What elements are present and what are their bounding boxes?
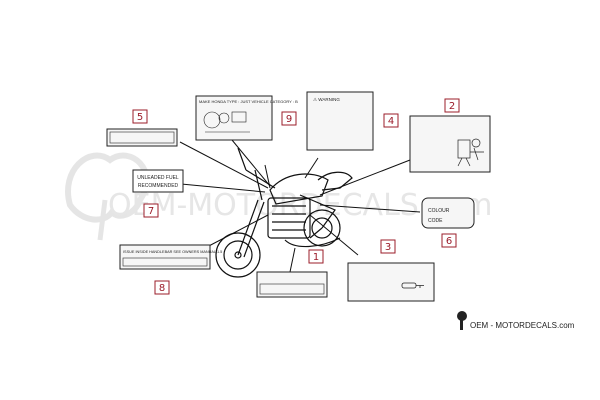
callout-7[interactable]: 7 xyxy=(143,203,159,218)
svg-text:ISSUE INSIDE HANDLEBAR SEE OWN: ISSUE INSIDE HANDLEBAR SEE OWNERS MANUAL… xyxy=(123,250,222,254)
svg-text:MAKE HONDA TYPE : JUST VEHICLE: MAKE HONDA TYPE : JUST VEHICLE CATEGORY … xyxy=(199,99,298,104)
key-icon xyxy=(401,282,424,289)
brand-logo-icon xyxy=(457,311,467,330)
svg-text:UNLEADED FUEL: UNLEADED FUEL xyxy=(137,175,179,181)
svg-text:COLOUR: COLOUR xyxy=(428,208,450,214)
callout-1[interactable]: 1 xyxy=(308,249,324,264)
motorcycle-illustration xyxy=(215,147,353,278)
decal-8: ISSUE INSIDE HANDLEBAR SEE OWNERS MANUAL… xyxy=(119,244,222,270)
svg-text:⚠ WARNING: ⚠ WARNING xyxy=(313,97,340,102)
decal-3 xyxy=(347,262,435,302)
svg-text:CODE: CODE xyxy=(428,218,443,224)
decal-9: MAKE HONDA TYPE : JUST VEHICLE CATEGORY … xyxy=(195,95,298,141)
callout-6[interactable]: 6 xyxy=(441,233,457,248)
decal-4: ⚠ WARNING xyxy=(306,91,374,151)
callout-9[interactable]: 9 xyxy=(281,111,297,126)
decal-1 xyxy=(256,271,328,298)
svg-text:2: 2 xyxy=(449,101,455,112)
svg-text:9: 9 xyxy=(286,114,292,125)
svg-text:3: 3 xyxy=(385,242,391,253)
svg-text:7: 7 xyxy=(148,206,154,217)
svg-text:4: 4 xyxy=(388,116,394,127)
decal-6: COLOUR CODE xyxy=(421,197,475,229)
callout-8[interactable]: 8 xyxy=(154,280,170,295)
svg-text:8: 8 xyxy=(159,283,165,294)
svg-text:5: 5 xyxy=(137,112,143,123)
callout-5[interactable]: 5 xyxy=(132,109,148,124)
callout-4[interactable]: 4 xyxy=(383,113,399,128)
svg-text:6: 6 xyxy=(446,236,452,247)
svg-text:OEM - MOTORDECALS.com: OEM - MOTORDECALS.com xyxy=(470,321,575,330)
callout-2[interactable]: 2 xyxy=(444,98,460,113)
svg-text:RECOMMENDED: RECOMMENDED xyxy=(138,183,179,189)
pictogram-icon xyxy=(457,138,484,167)
svg-text:1: 1 xyxy=(313,252,319,263)
leader-lines xyxy=(159,139,421,273)
decal-5 xyxy=(106,128,178,147)
footer-brand: OEM - MOTORDECALS.com xyxy=(457,311,575,330)
callout-3[interactable]: 3 xyxy=(380,239,396,254)
decal-2 xyxy=(409,115,491,173)
decal-7: UNLEADED FUEL RECOMMENDED xyxy=(132,169,184,193)
